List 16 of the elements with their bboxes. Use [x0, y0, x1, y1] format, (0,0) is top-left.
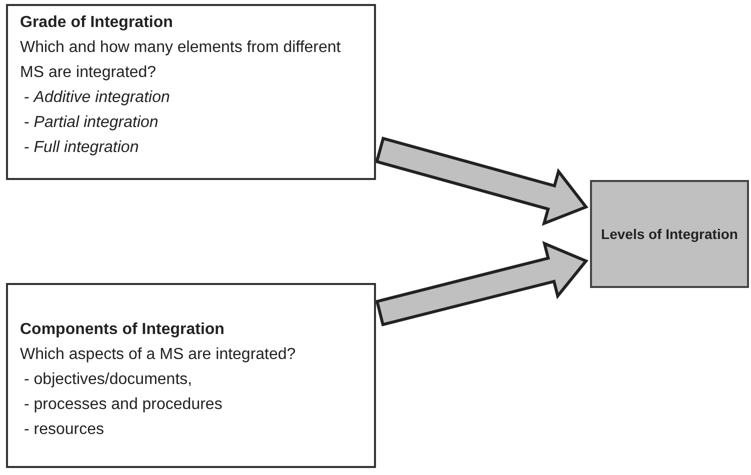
list-item: - processes and procedures [23, 395, 222, 415]
box-question: Which aspects of a MS are integrated? [20, 345, 296, 365]
list-item: - Partial integration [23, 113, 158, 133]
block-arrow [375, 241, 588, 326]
box-heading: Components of Integration [20, 320, 224, 340]
box-question: Which and how many elements from different MS are integrated? [20, 38, 342, 83]
result-box [590, 180, 749, 288]
block-arrow [374, 136, 588, 226]
list-item: - objectives/documents, [23, 370, 192, 390]
text-box [6, 4, 376, 180]
box-heading: Levels of Integration [601, 224, 738, 244]
text-box [6, 283, 376, 468]
box-heading: Grade of Integration [20, 13, 173, 33]
list-item: - Full integration [23, 138, 139, 158]
list-item: - resources [23, 420, 104, 440]
list-item: - Additive integration [23, 88, 170, 108]
